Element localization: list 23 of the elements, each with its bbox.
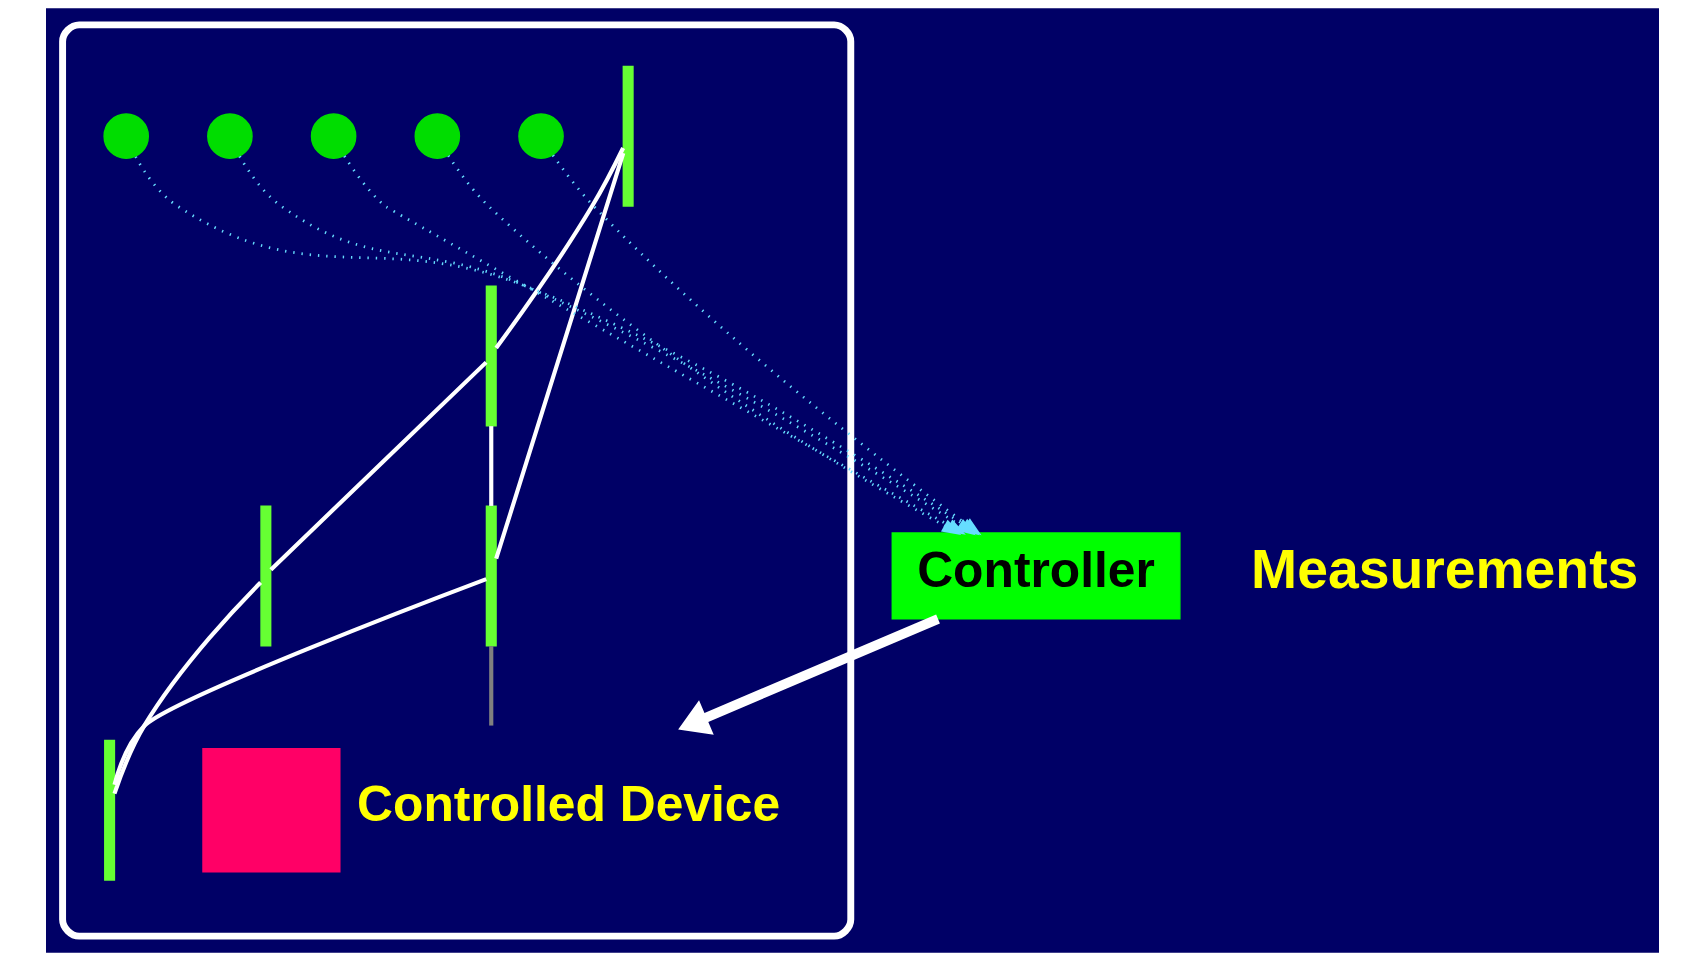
node-bar: [260, 505, 272, 647]
connector: [494, 152, 626, 560]
label: Measurements: [1251, 538, 1639, 601]
node-label: Controlled Device: [357, 776, 781, 833]
node-circle: [414, 113, 461, 159]
connector: [112, 581, 263, 795]
node-circle: [207, 113, 253, 159]
node-bar: [485, 285, 497, 427]
node-circle: [103, 113, 149, 159]
node-circle: [310, 113, 357, 159]
connector: [494, 147, 625, 350]
node-circle: [518, 113, 564, 159]
connector: [489, 426, 494, 506]
arrow: [678, 614, 940, 735]
node-box: Controller: [891, 532, 1181, 620]
node-bar: [104, 739, 116, 881]
connector: [269, 360, 488, 572]
node-box: [202, 748, 341, 873]
node-bar: [485, 505, 497, 647]
connector: [112, 577, 487, 786]
connector: [489, 646, 494, 726]
node-bar: [622, 65, 634, 207]
cluster: [59, 21, 855, 940]
